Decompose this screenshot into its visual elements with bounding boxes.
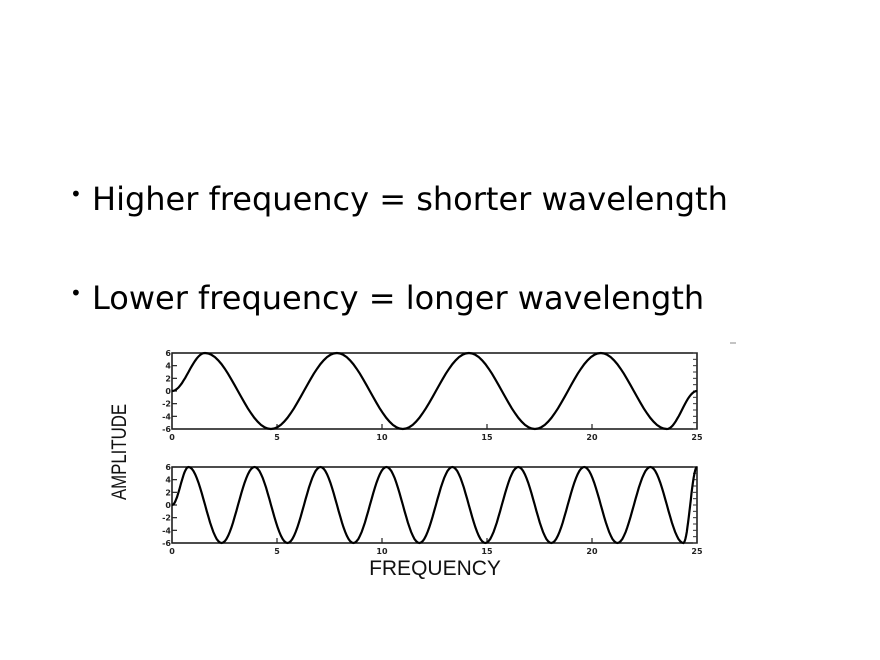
bullet-dot-icon: •: [70, 182, 82, 206]
x-tick-label: 5: [274, 547, 280, 556]
y-tick-label: -6: [162, 539, 171, 548]
x-tick-label: 10: [376, 433, 388, 442]
y-tick-label: 0: [165, 501, 171, 510]
y-tick-label: 6: [165, 463, 171, 472]
y-tick-label: -2: [162, 400, 171, 409]
y-tick-label: 4: [165, 362, 171, 371]
bullet-dot-icon: •: [70, 281, 82, 305]
x-tick-label: 5: [274, 433, 280, 442]
y-tick-label: -4: [162, 526, 171, 535]
x-tick-label: 20: [586, 547, 598, 556]
x-tick-label: 0: [169, 433, 175, 442]
bullet-text: Higher frequency = shorter wavelength: [92, 180, 728, 218]
y-tick-label: 6: [165, 349, 171, 358]
x-tick-label: 25: [691, 433, 703, 442]
bullet-text: Lower frequency = longer wavelength: [92, 279, 705, 317]
plot-frame-2: [171, 466, 698, 544]
y-tick-label: 2: [165, 488, 171, 497]
bullet-item-higher-frequency: • Higher frequency = shorter wavelength: [70, 179, 728, 219]
y-axis-label: AMPLITUDE: [108, 404, 131, 500]
wave-line-1: [171, 351, 698, 431]
y-tick-label: -2: [162, 514, 171, 523]
bullet-item-lower-frequency: • Lower frequency = longer wavelength: [70, 278, 704, 318]
x-tick-label: 0: [169, 547, 175, 556]
x-tick-label: 15: [481, 547, 493, 556]
x-axis-label: FREQUENCY: [369, 557, 501, 580]
wave-line-2: [171, 465, 698, 545]
y-tick-label: -4: [162, 412, 171, 421]
x-tick-label: 25: [691, 547, 703, 556]
x-tick-label: 15: [481, 433, 493, 442]
y-tick-label: 0: [165, 387, 171, 396]
y-tick-label: 4: [165, 476, 171, 485]
x-tick-label: 20: [586, 433, 598, 442]
x-tick-label: 10: [376, 547, 388, 556]
y-tick-label: 2: [165, 374, 171, 383]
y-tick-label: -6: [162, 425, 171, 434]
